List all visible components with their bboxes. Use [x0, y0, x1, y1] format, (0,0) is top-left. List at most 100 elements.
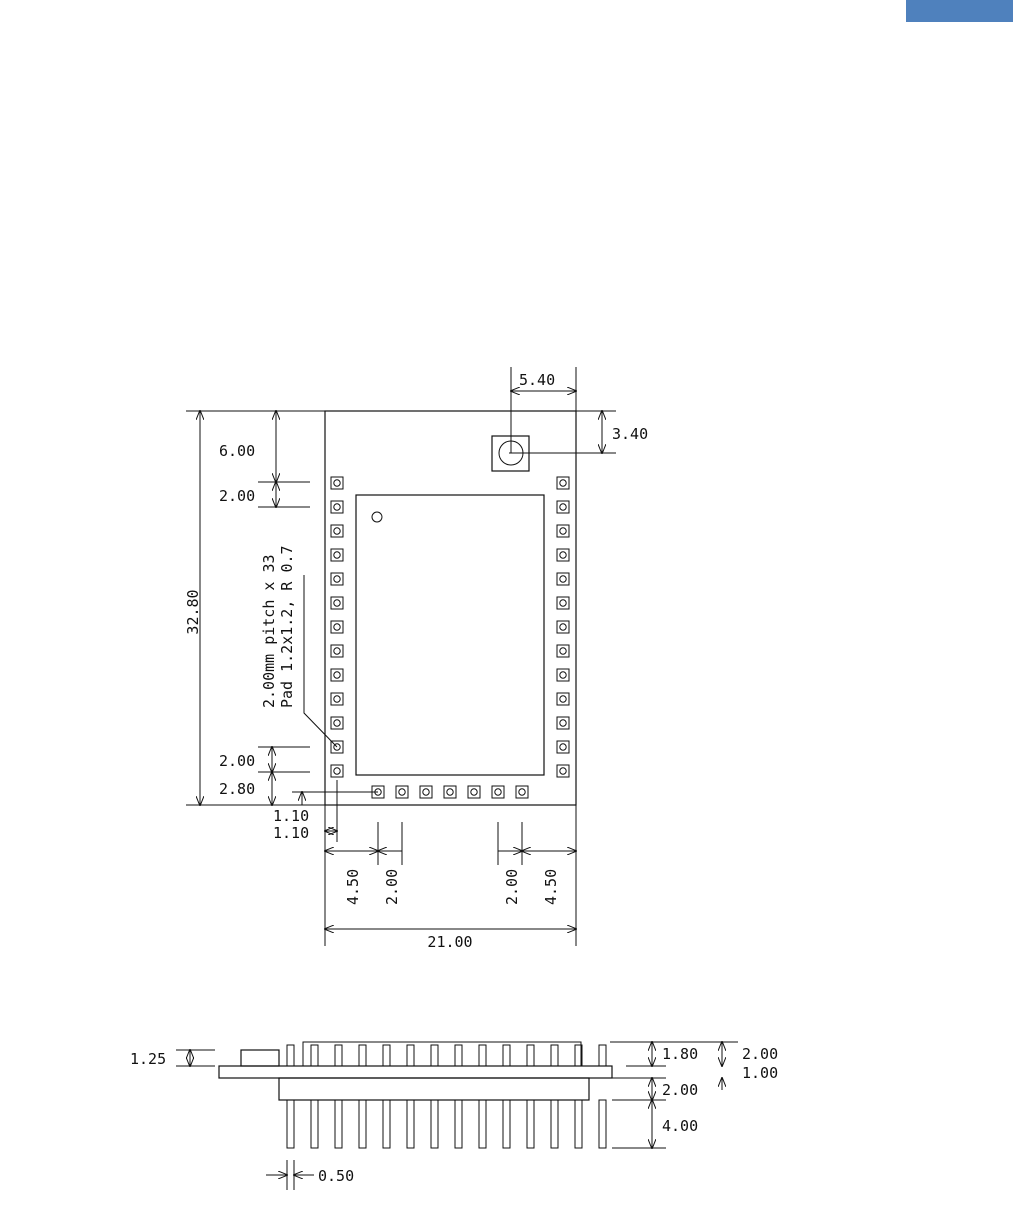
pad-hole	[334, 768, 340, 774]
pad-hole	[334, 720, 340, 726]
header-pins	[287, 1045, 606, 1148]
pad	[331, 765, 343, 777]
pin-bottom	[359, 1100, 366, 1148]
pad	[492, 786, 504, 798]
pin-top	[551, 1045, 558, 1066]
pin1-marker	[372, 512, 382, 522]
pad-hole	[560, 576, 566, 582]
pin-bottom	[551, 1100, 558, 1148]
pad	[557, 477, 569, 489]
pad	[557, 573, 569, 585]
pad-hole	[560, 648, 566, 654]
pad-hole	[495, 789, 501, 795]
bottom-pad-row	[372, 786, 528, 798]
pad-hole	[334, 480, 340, 486]
pad-hole	[560, 480, 566, 486]
pad-hole	[519, 789, 525, 795]
pad-hole	[560, 672, 566, 678]
pad	[331, 573, 343, 585]
dim-antenna-x: 5.40	[511, 367, 576, 453]
dim-shield-height: 1.25	[130, 1050, 215, 1068]
pad-hole	[560, 744, 566, 750]
dim-right-pitch-label: 2.00	[503, 869, 521, 905]
dim-left-margin-label: 4.50	[344, 869, 362, 905]
dim-shield-height-label: 1.25	[130, 1050, 166, 1068]
note-pad: Pad 1.2x1.2, R 0.7	[278, 545, 296, 708]
dim-overall-width-label: 21.00	[427, 933, 472, 951]
pad	[396, 786, 408, 798]
dim-bottom-clearance-label: 2.80	[219, 780, 255, 798]
dim-top-clearance-label: 6.00	[219, 442, 255, 460]
pin-top	[383, 1045, 390, 1066]
pad	[331, 693, 343, 705]
header-spacer	[279, 1078, 589, 1100]
dim-overall-height-label: 32.80	[184, 589, 202, 634]
pad-hole	[399, 789, 405, 795]
pad-hole	[334, 648, 340, 654]
pin-top	[311, 1045, 318, 1066]
dim-pin-width: 0.50	[266, 1160, 354, 1190]
dim-spacer-height-label: 2.00	[662, 1081, 698, 1099]
pad	[516, 786, 528, 798]
pin-top	[527, 1045, 534, 1066]
pad	[331, 525, 343, 537]
pad	[331, 717, 343, 729]
dim-right-stack: 1.80 2.00 1.00 2.00 4.00	[610, 1042, 778, 1148]
pad-hole	[334, 672, 340, 678]
pad-hole	[334, 576, 340, 582]
pad	[331, 549, 343, 561]
dim-top-stack: 6.00 2.00	[219, 411, 310, 507]
pin-bottom	[311, 1100, 318, 1148]
pin-top	[359, 1045, 366, 1066]
module-outline	[325, 411, 576, 805]
pad-hole	[334, 528, 340, 534]
pin-bottom	[431, 1100, 438, 1148]
shield-profile	[241, 1050, 279, 1066]
pin-bottom	[503, 1100, 510, 1148]
pad	[557, 549, 569, 561]
note-pitch: 2.00mm pitch x 33	[260, 554, 278, 708]
dim-total-top-label: 2.00	[742, 1045, 778, 1063]
top-view: 5.40 3.40 32.80 6.00 2.00	[184, 367, 648, 951]
pin-bottom	[527, 1100, 534, 1148]
pad-hole	[560, 552, 566, 558]
dim-pad-offset-x-label: 1.10	[273, 824, 309, 842]
pad-hole	[334, 600, 340, 606]
dim-left-pitch-label: 2.00	[383, 869, 401, 905]
pad-hole	[560, 504, 566, 510]
pad	[557, 765, 569, 777]
pad-hole	[560, 600, 566, 606]
pad-hole	[334, 504, 340, 510]
pin-top	[431, 1045, 438, 1066]
pad-hole	[560, 696, 566, 702]
pad	[557, 693, 569, 705]
pad	[331, 597, 343, 609]
pad-hole	[334, 552, 340, 558]
pin-bottom	[383, 1100, 390, 1148]
dim-right-margin-label: 4.50	[542, 869, 560, 905]
dim-pad-offset-y-label: 1.10	[273, 807, 309, 825]
pad	[557, 669, 569, 681]
pad-hole	[334, 624, 340, 630]
pad	[331, 501, 343, 513]
dim-antenna-y-label: 3.40	[612, 425, 648, 443]
note-leader	[304, 575, 337, 747]
pin-top	[335, 1045, 342, 1066]
pin-top	[599, 1045, 606, 1066]
pad-hole	[334, 696, 340, 702]
dim-pin-width-label: 0.50	[318, 1167, 354, 1185]
pad-hole	[471, 789, 477, 795]
dim-last-pitch-label: 2.00	[219, 752, 255, 770]
pad-hole	[560, 624, 566, 630]
pad	[444, 786, 456, 798]
pad	[557, 525, 569, 537]
pin-bottom	[575, 1100, 582, 1148]
dim-header-top-label: 1.80	[662, 1045, 698, 1063]
pad	[331, 621, 343, 633]
pin-bottom	[407, 1100, 414, 1148]
pin-bottom	[455, 1100, 462, 1148]
pad	[331, 669, 343, 681]
pad	[331, 477, 343, 489]
left-pad-row	[331, 477, 343, 777]
